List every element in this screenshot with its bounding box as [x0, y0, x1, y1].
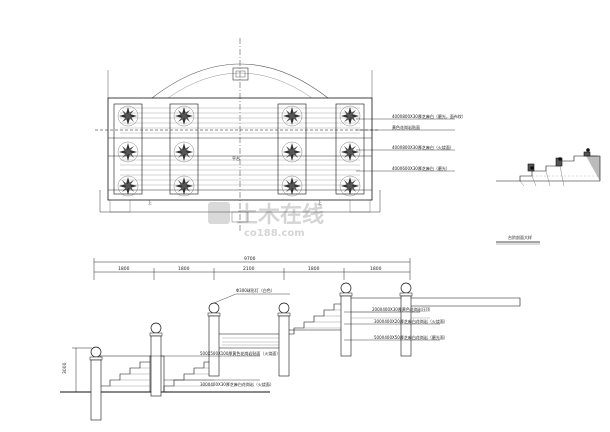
- plan-callout-3: 400X800X30厚芝麻白（火烧面）: [392, 144, 454, 150]
- elevation-callout-4: 500X500X100厚黄色花岗岩贴面（火烧面）: [200, 350, 280, 356]
- plan-left-label: 上: [148, 199, 152, 205]
- plan-right-label: 上: [318, 199, 322, 205]
- segment-dim-1: 1800: [118, 266, 130, 272]
- elevation-leaders: [150, 293, 440, 381]
- plan-callout-2: 黄色花岗岩贴面: [392, 124, 420, 130]
- total-dimension: 9700: [244, 256, 256, 262]
- elevation-dim-lines: [93, 258, 411, 280]
- watermark-main: 土木在线: [236, 202, 324, 228]
- section-detail-title: 台阶剖面大样: [508, 234, 532, 240]
- lamp-callout: Φ300球形灯（白色）: [236, 287, 275, 293]
- elevation-callout-2: 300X400X20厚芝麻白花岗岩（火烧面）: [374, 318, 448, 324]
- segment-dim-4: 1800: [308, 266, 320, 272]
- section-detail: [496, 148, 601, 187]
- watermark: 土木在线 co188.com: [208, 202, 324, 239]
- segment-dim-3: 2100: [243, 266, 255, 272]
- segment-dim-5: 1800: [370, 266, 382, 272]
- height-dimension: 3000: [62, 362, 68, 374]
- watermark-sub: co188.com: [244, 228, 305, 239]
- segment-dim-2: 1800: [178, 266, 190, 272]
- elevation-callout-1: 200X400X30厚黄色花岗岩压顶: [372, 306, 430, 312]
- plan-callout-1: 400X800X30厚芝麻白（磨光，面布纹）: [392, 113, 466, 119]
- section-detail-title-group: 台阶剖面大样: [496, 234, 540, 245]
- plan-leaders: [356, 118, 455, 172]
- plan-center-label: 平台: [232, 155, 240, 161]
- plan-callout-4: 400X600X30厚芝麻白（磨光）: [392, 165, 450, 171]
- stair-elevation: [99, 297, 521, 393]
- elevation-callout-5: 300X400X30厚芝麻白花岗岩（火烧面）: [200, 381, 274, 387]
- height-dim-lines: [72, 347, 92, 393]
- elevation-callout-3: 500X400X50厚芝麻白花岗岩（磨光面）: [374, 334, 448, 340]
- plan-view: [95, 38, 381, 232]
